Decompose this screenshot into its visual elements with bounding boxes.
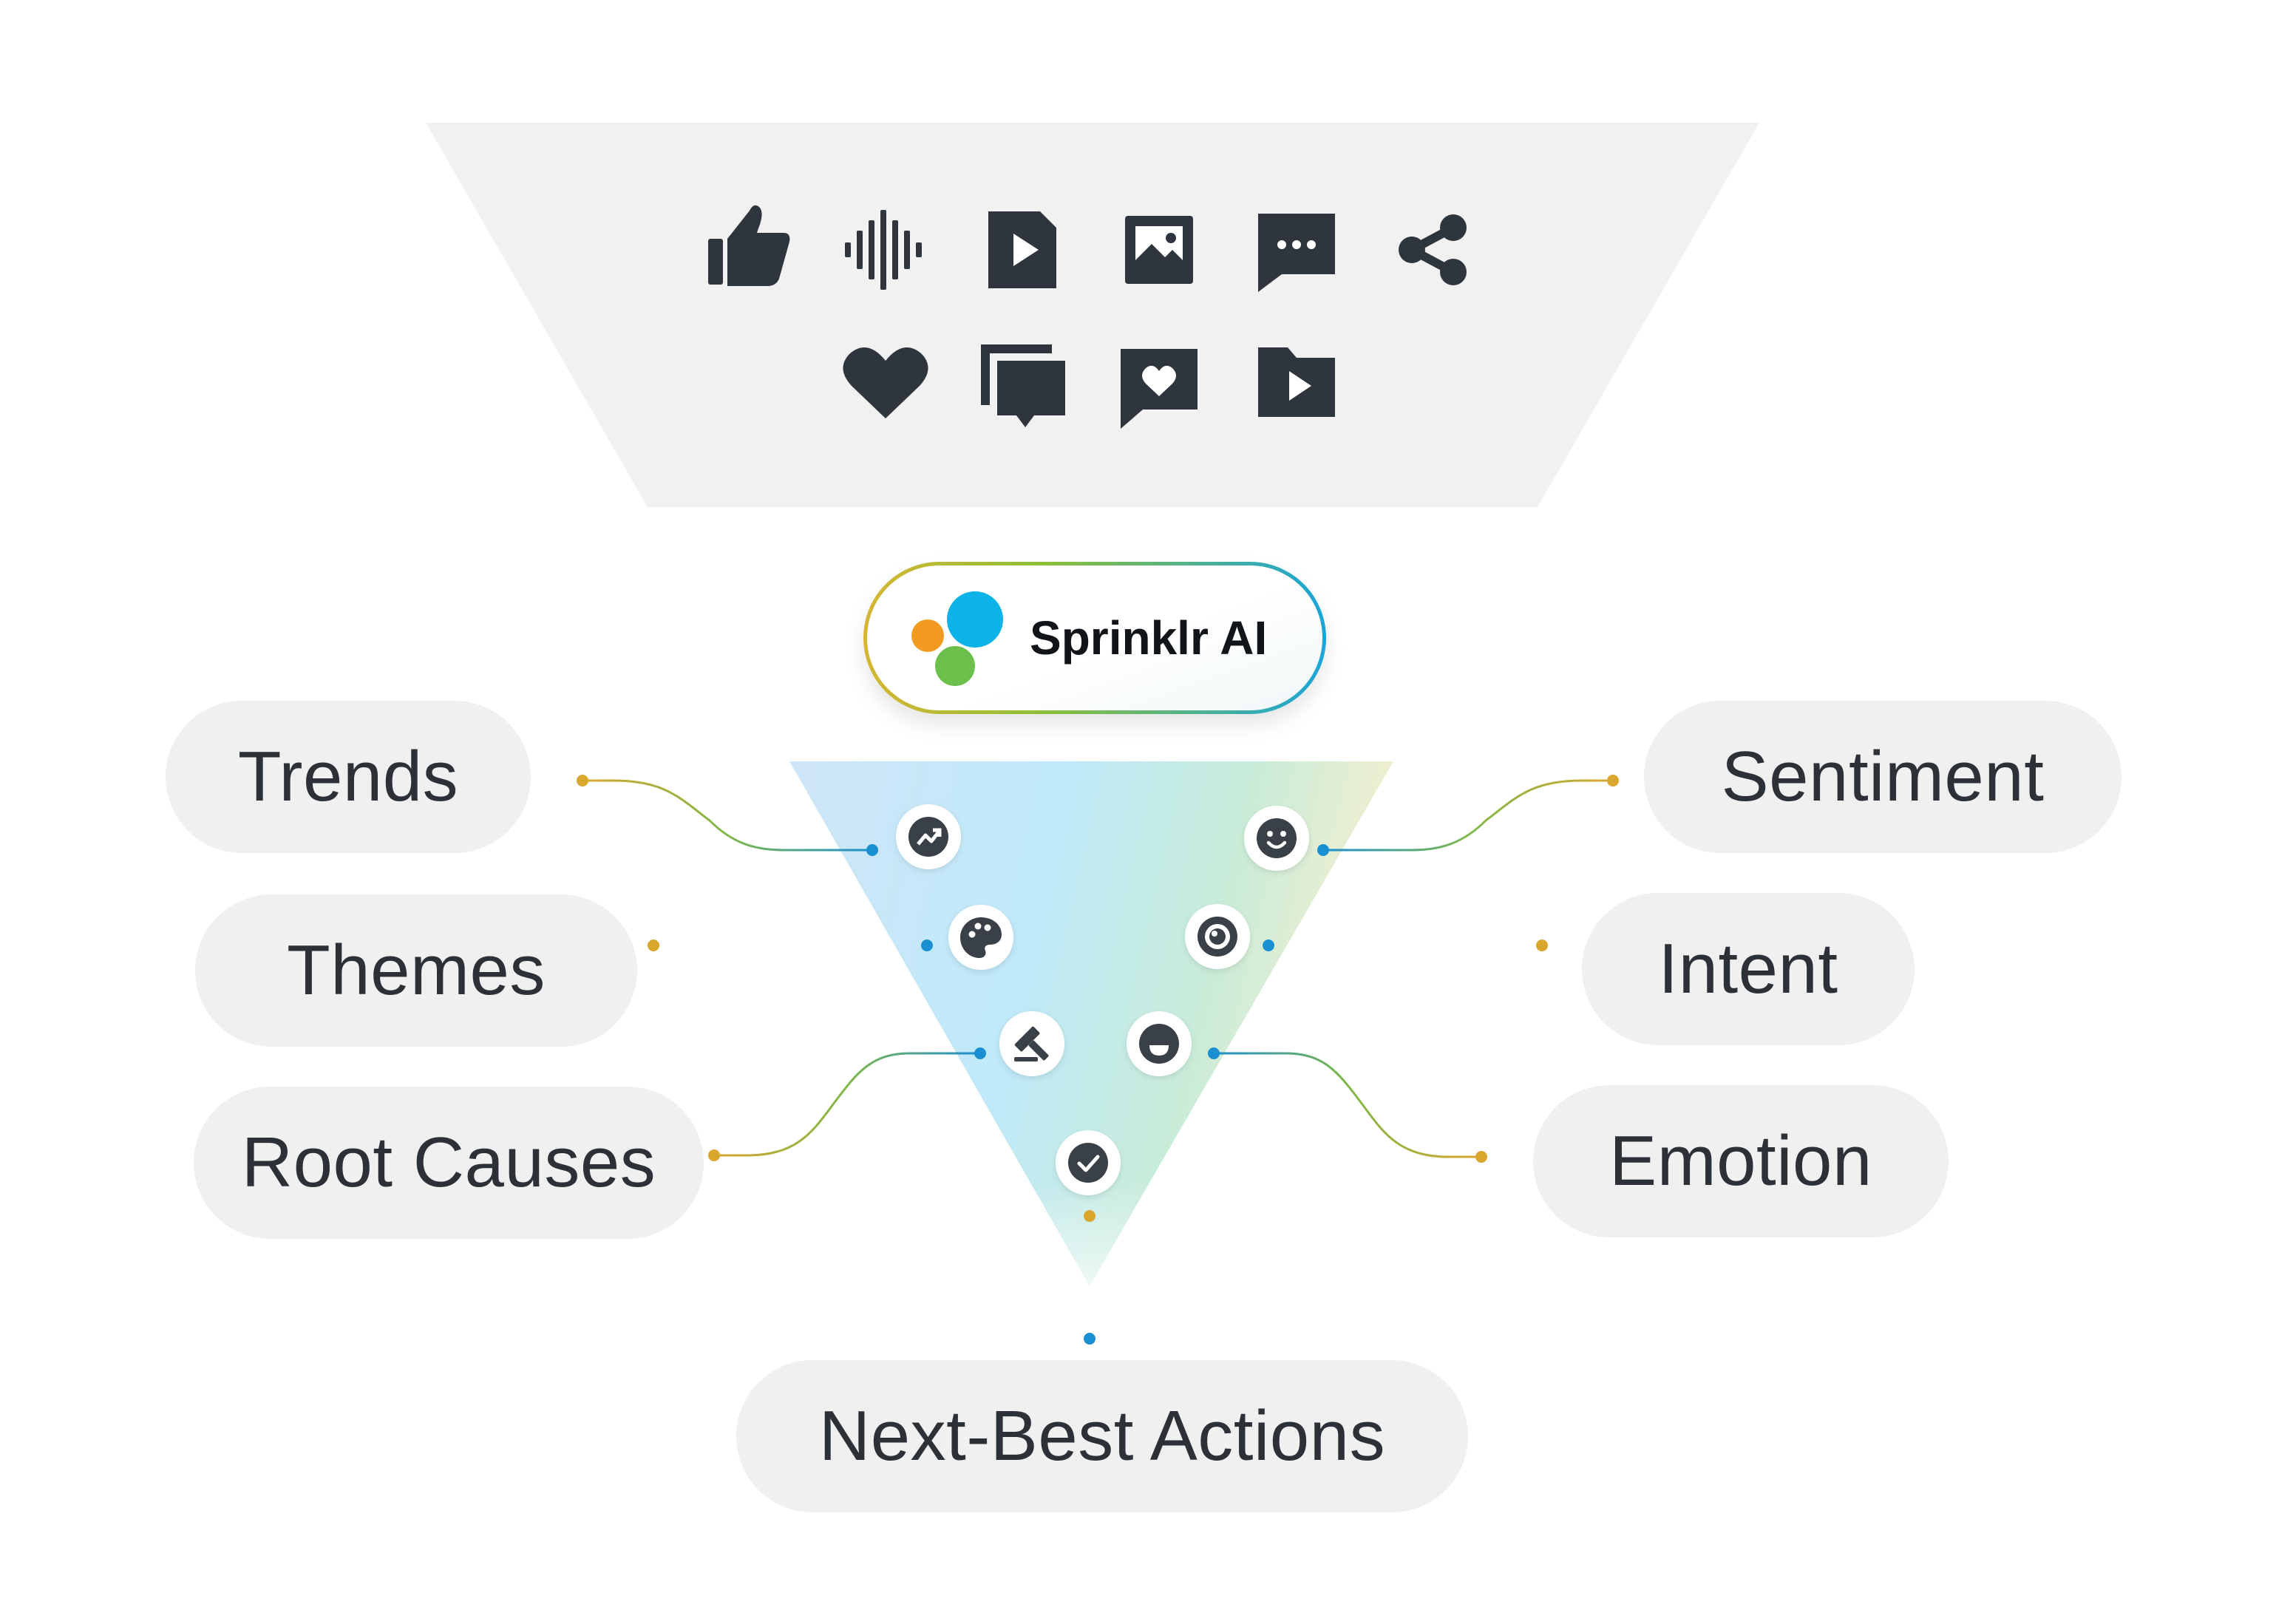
sprinklr-logo-icon [911,582,1037,693]
logo-orange-dot [911,619,944,652]
logo-green-dot [935,646,975,686]
root-causes-pill: Root Causes [194,1087,704,1239]
heart-message-icon [1121,349,1198,429]
intent-pill: Intent [1582,893,1915,1045]
heart-icon [843,347,928,418]
smiley-face-icon [1244,806,1309,871]
thumbs-up-icon [708,205,790,286]
chat-bubble-icon [1258,214,1335,292]
next-best-actions-label: Next-Best Actions [818,1396,1386,1475]
trends-label: Trends [237,737,459,816]
emotion-label: Emotion [1609,1121,1872,1200]
emotion-connector [1214,1052,1481,1158]
sentiment-pill: Sentiment [1644,701,2122,853]
sentiment-connector [1323,779,1613,852]
palette-icon [948,905,1013,970]
sprinklr-ai-badge: Sprinklr AI [863,562,1326,714]
sprinklr-ai-label: Sprinklr AI [1030,611,1268,665]
logo-blue-dot [947,591,1003,648]
trend-chart-icon [896,804,961,869]
intent-label: Intent [1658,929,1838,1008]
eye-target-icon [1185,904,1250,969]
video-folder-icon [1258,347,1335,417]
themes-pill: Themes [195,894,637,1047]
video-file-icon [988,211,1056,288]
multiple-chats-icon [981,344,1065,427]
trends-connector [582,779,872,852]
gavel-icon [999,1011,1064,1076]
emotion-pill: Emotion [1533,1085,1949,1237]
sprinklr-ai-badge-inner: Sprinklr AI [867,565,1322,710]
share-icon [1399,214,1467,285]
next-best-actions-pill: Next-Best Actions [736,1360,1468,1512]
trends-pill: Trends [166,701,531,853]
root-causes-label: Root Causes [241,1123,656,1202]
root-causes-connector [714,1052,980,1157]
check-circle-icon [1056,1130,1121,1195]
sentiment-label: Sentiment [1721,737,2045,816]
audio-waveform-icon [845,210,922,290]
source-data-panel [426,123,1759,507]
themes-label: Themes [287,931,546,1010]
happy-face-icon [1127,1011,1192,1076]
image-icon [1125,216,1193,284]
